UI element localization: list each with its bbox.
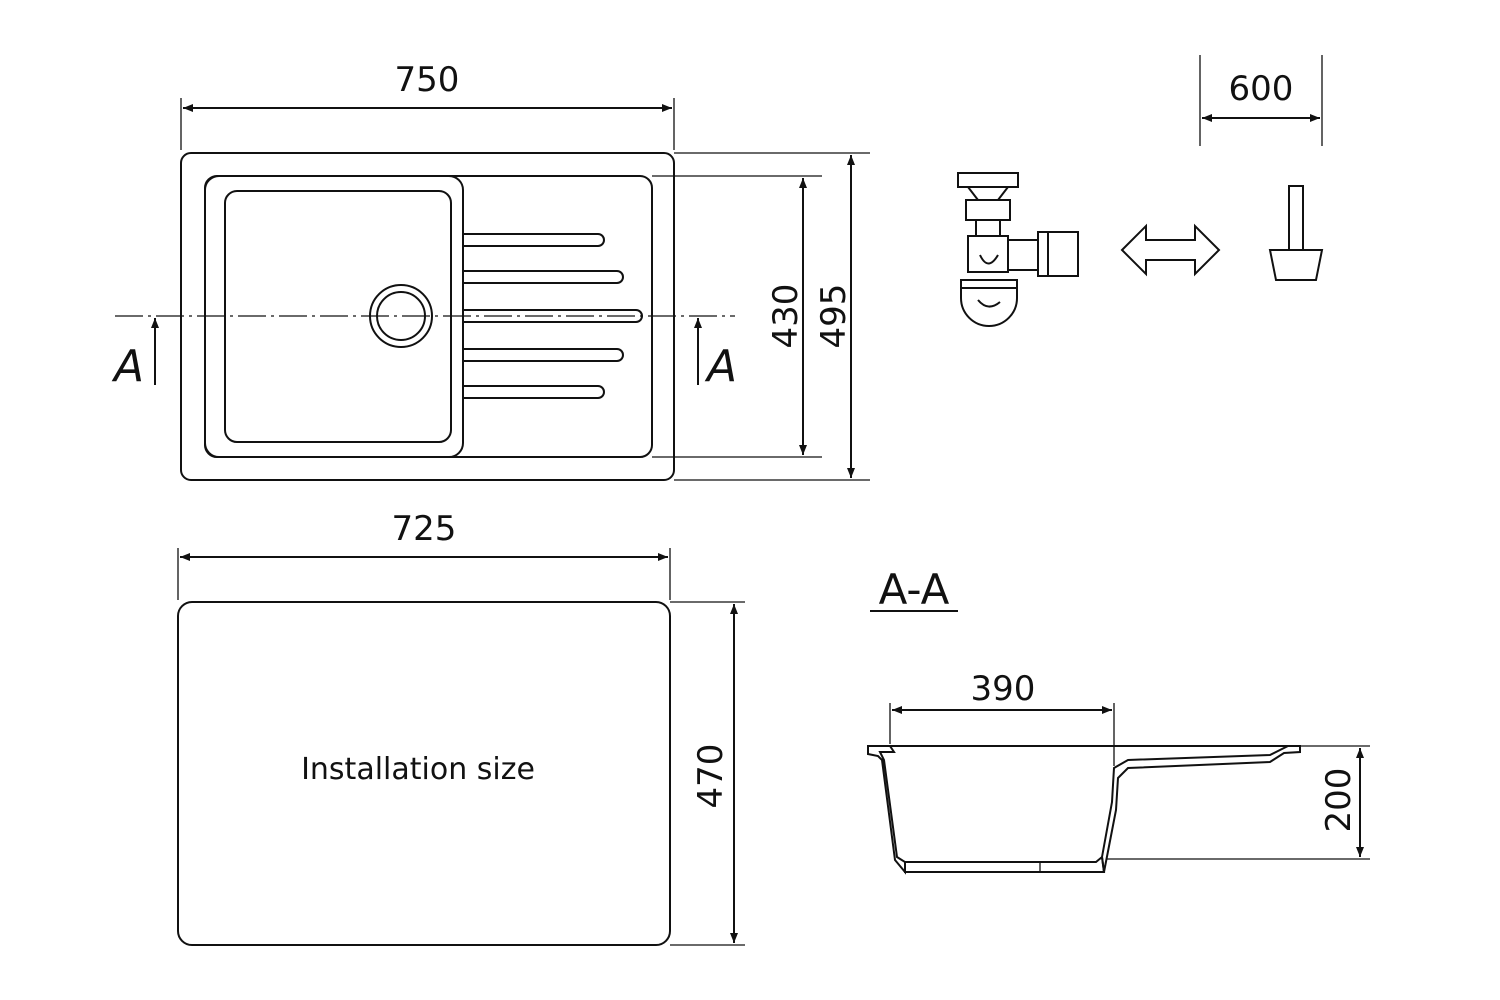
cabinet-width-label: 600 [1229,69,1294,109]
section-right-wall-drainboard [1100,745,1301,873]
section-marker-left: A [111,318,159,392]
section-title: A-A [879,565,950,614]
installation-view: Installation size 725 470 [177,509,745,946]
installation-caption: Installation size [301,752,535,787]
installation-cutout [177,601,671,946]
drain-pipe-icon [1268,185,1324,281]
width-725-label: 725 [392,509,457,549]
siphon-section: 600 [957,55,1324,327]
section-marker-left-label: A [111,341,144,392]
drainboard-grooves [463,233,643,399]
height-495-label: 495 [814,284,854,349]
top-view: A A 750 430 495 [111,60,870,481]
section-marker-right-label: A [704,341,737,392]
double-arrow-icon [1120,223,1221,277]
siphon-icon [957,172,1079,327]
section-marker-right: A [694,318,737,392]
section-a-a: A-A 390 200 [867,565,1370,875]
section-left-wall [867,745,906,875]
height-470-label: 470 [691,744,731,809]
bowl-width-label: 390 [971,669,1036,709]
width-750-label: 750 [395,60,460,100]
height-430-label: 430 [766,284,806,349]
depth-label: 200 [1319,768,1359,833]
section-bottom [904,855,1106,873]
